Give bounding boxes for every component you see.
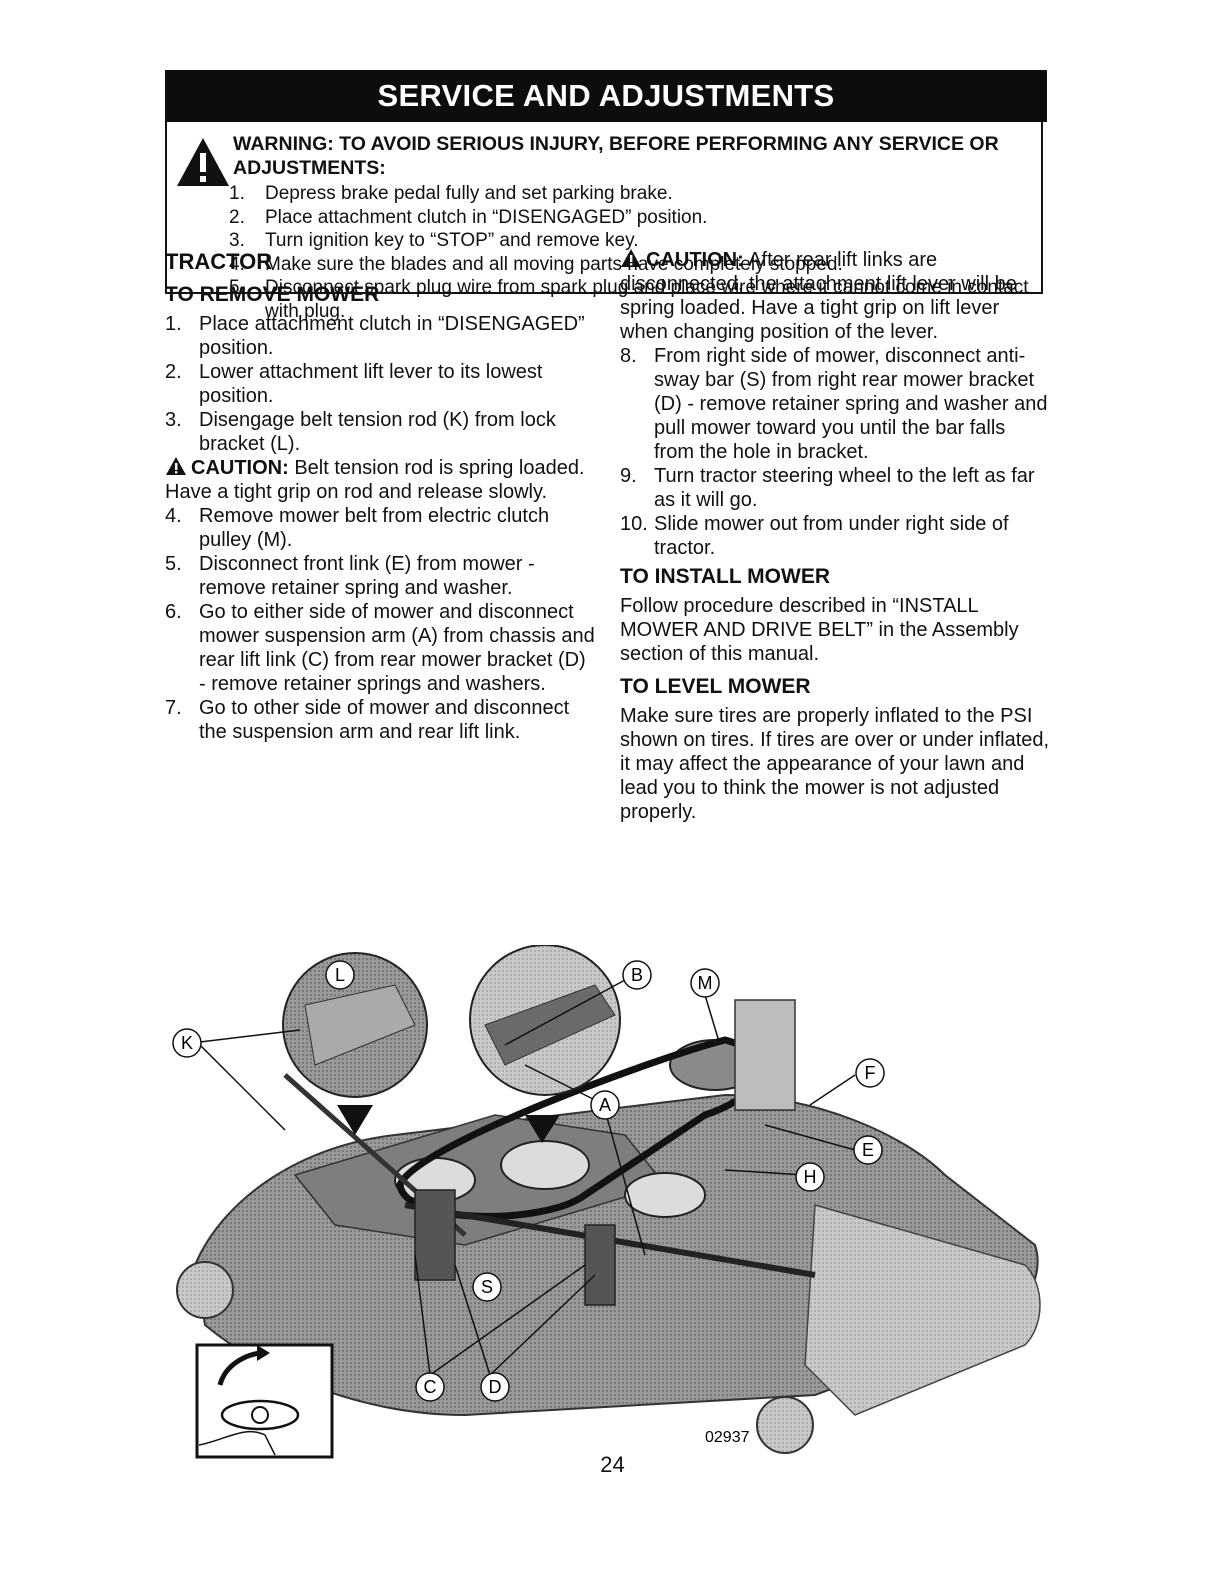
caution-note: CAUTION: Belt tension rod is spring load… — [165, 457, 585, 503]
part-label: A — [599, 1095, 611, 1115]
part-label: L — [335, 965, 345, 985]
part-label: M — [698, 973, 713, 993]
part-label: E — [862, 1140, 874, 1160]
part-label: S — [481, 1277, 493, 1297]
discharge-chute — [804, 1204, 1041, 1416]
mower-diagram: L K B M A F E H S C D 02937 — [172, 945, 1041, 1459]
gauge-wheel — [756, 1396, 814, 1454]
remove-steps-list: 1.Place attachment clutch in “DISENGAGED… — [165, 312, 595, 456]
remove-steps-list-right: 8.From right side of mower, disconnect a… — [620, 344, 1050, 560]
part-label: D — [489, 1377, 502, 1397]
part-number: 02937 — [705, 1429, 750, 1446]
warning-list: 1.Depress brake pedal fully and set park… — [229, 182, 1039, 323]
list-item: 1.Place attachment clutch in “DISENGAGED… — [165, 313, 585, 359]
left-column: TRACTOR TO REMOVE MOWER 1.Place attachme… — [165, 248, 595, 744]
rear-bracket — [584, 1224, 616, 1306]
part-labels: L K B M A F E H S C D — [172, 960, 885, 1402]
list-item: 3.Disengage belt tension rod (K) from lo… — [165, 409, 556, 455]
right-column: CAUTION: After rear lift links are disco… — [620, 248, 1050, 824]
clutch-bracket — [734, 999, 796, 1111]
pointer-arrow — [525, 1115, 560, 1143]
level-mower-heading: TO LEVEL MOWER — [620, 675, 811, 698]
list-item: 8.From right side of mower, disconnect a… — [620, 345, 1048, 463]
page-number: 24 — [600, 1452, 625, 1477]
warning-item: 5.Disconnect spark plug wire from spark … — [229, 277, 1029, 322]
part-label: B — [631, 965, 643, 985]
gauge-wheel — [176, 1261, 234, 1319]
warning-title: WARNING: TO AVOID SERIOUS INJURY, BEFORE… — [233, 133, 999, 179]
list-item: 2.Lower attachment lift lever to its low… — [165, 361, 543, 407]
part-label: H — [804, 1167, 817, 1187]
pulley — [500, 1140, 590, 1190]
part-label: F — [865, 1063, 876, 1083]
list-item: 9.Turn tractor steering wheel to the lef… — [620, 465, 1035, 511]
pulley — [624, 1172, 706, 1218]
warning-item: 4.Make sure the blades and all moving pa… — [229, 253, 843, 275]
caution-triangle-icon — [621, 249, 641, 267]
list-item: 5.Disconnect front link (E) from mower -… — [165, 553, 535, 599]
warning-triangle-icon — [177, 138, 229, 186]
list-item: 10.Slide mower out from under right side… — [620, 513, 1009, 559]
section-title: TRACTOR — [165, 249, 273, 274]
list-item: 7.Go to other side of mower and disconne… — [165, 697, 570, 743]
list-item: 6.Go to either side of mower and disconn… — [165, 601, 595, 695]
leader-lines — [199, 979, 856, 1376]
warning-item: 1.Depress brake pedal fully and set park… — [229, 183, 673, 204]
list-item: 4.Remove mower belt from electric clutch… — [165, 505, 550, 551]
caution-triangle-icon — [166, 457, 186, 475]
page-title: SERVICE AND ADJUSTMENTS — [165, 70, 1047, 122]
retainer-spring-inset — [195, 1343, 334, 1459]
warning-item: 3.Turn ignition key to “STOP” and remove… — [229, 230, 639, 251]
install-mower-heading: TO INSTALL MOWER — [620, 565, 830, 588]
remove-mower-heading: TO REMOVE MOWER — [165, 283, 380, 306]
level-mower-text: Make sure tires are properly inflated to… — [620, 705, 1050, 823]
caution-note: CAUTION: After rear lift links are disco… — [620, 249, 1017, 343]
pointer-arrow — [337, 1105, 373, 1135]
part-label: C — [424, 1377, 437, 1397]
warning-box: WARNING: TO AVOID SERIOUS INJURY, BEFORE… — [165, 122, 1043, 322]
rear-bracket — [414, 1189, 456, 1281]
warning-item: 2.Place attachment clutch in “DISENGAGED… — [229, 206, 708, 228]
part-label: K — [181, 1033, 193, 1053]
remove-steps-list-continued: 4.Remove mower belt from electric clutch… — [165, 504, 595, 744]
install-mower-text: Follow procedure described in “INSTALL M… — [620, 595, 1019, 665]
